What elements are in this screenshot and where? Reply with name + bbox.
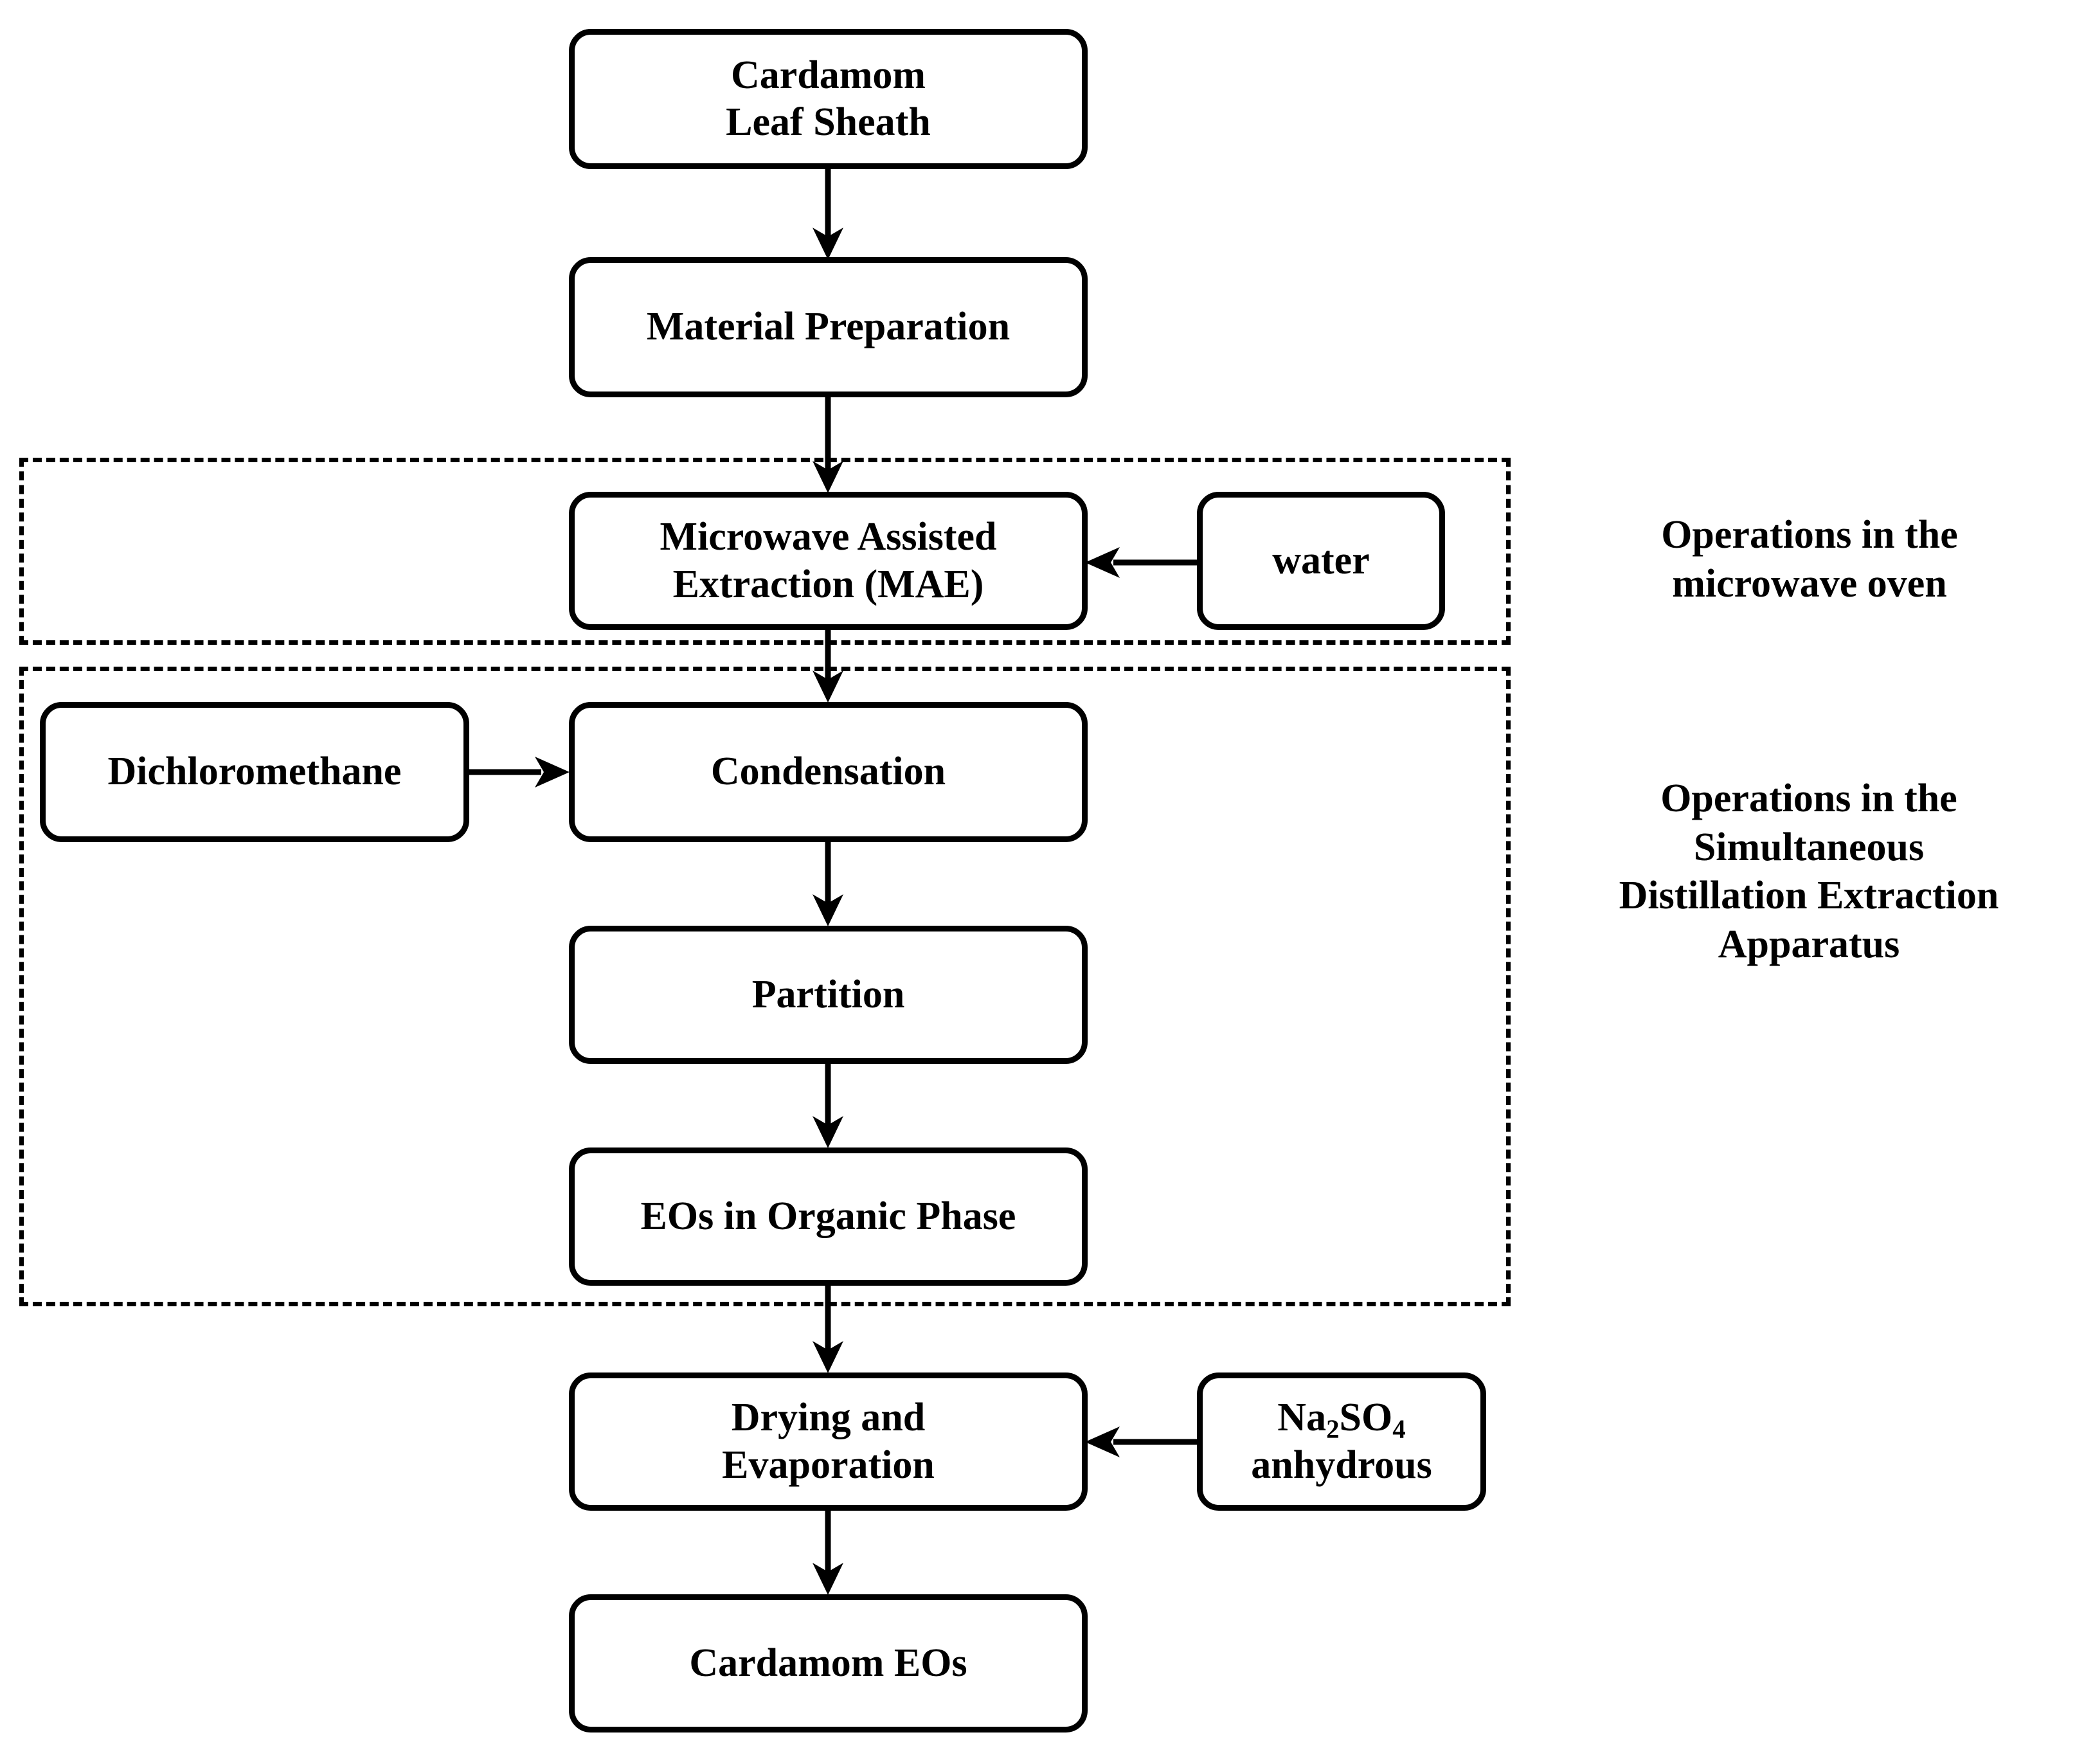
formula-sub-4: 4 bbox=[1392, 1414, 1406, 1444]
edge-drying-to-cardamom-eos bbox=[809, 1508, 847, 1598]
node-cardamom-eos[interactable]: Cardamom EOs bbox=[569, 1594, 1088, 1733]
node-label-line: anhydrous bbox=[1251, 1443, 1432, 1487]
edge-mae-to-condensation bbox=[809, 627, 847, 705]
microwave-oven-region bbox=[19, 458, 1511, 645]
node-label-line: Microwave Assisted bbox=[660, 515, 997, 559]
node-material-preparation[interactable]: Material Preparation bbox=[569, 257, 1088, 397]
node-label-line: Condensation bbox=[710, 750, 946, 794]
node-microwave-assisted-extraction[interactable]: Microwave Assisted Extraction (MAE) bbox=[569, 492, 1088, 630]
node-drying-and-evaporation[interactable]: Drying and Evaporation bbox=[569, 1372, 1088, 1511]
edge-sodium-sulfate-to-drying bbox=[1080, 1423, 1202, 1461]
annotation-line: Operations in the bbox=[1660, 777, 1957, 820]
node-label-line: Drying and bbox=[731, 1396, 926, 1440]
node-water[interactable]: water bbox=[1197, 492, 1445, 630]
edge-condensation-to-partition bbox=[809, 839, 847, 929]
annotation-line: Operations in the bbox=[1661, 513, 1958, 557]
node-label-line: Material Preparation bbox=[646, 305, 1011, 349]
annotation-line: Distillation Extraction bbox=[1619, 874, 1999, 918]
node-label-line: Extraction (MAE) bbox=[672, 562, 984, 606]
node-cardamom-leaf-sheath[interactable]: Cardamom Leaf Sheath bbox=[569, 29, 1088, 169]
node-label-line: Dichloromethane bbox=[107, 750, 402, 794]
node-sodium-sulfate-anhydrous[interactable]: Na2SO4 anhydrous bbox=[1197, 1372, 1486, 1511]
edge-partition-to-eos-organic-phase bbox=[809, 1061, 847, 1151]
node-label-line: Leaf Sheath bbox=[726, 100, 931, 144]
node-label-line: EOs in Organic Phase bbox=[640, 1194, 1016, 1238]
edge-water-to-mae bbox=[1080, 543, 1202, 582]
node-partition[interactable]: Partition bbox=[569, 926, 1088, 1064]
edge-eos-organic-phase-to-drying bbox=[809, 1282, 847, 1376]
node-dichloromethane[interactable]: Dichloromethane bbox=[40, 702, 469, 842]
sde-apparatus-region bbox=[19, 667, 1511, 1306]
edge-dichloromethane-to-condensation bbox=[464, 753, 575, 791]
node-label-line: Cardamom EOs bbox=[689, 1641, 967, 1685]
annotation-line: microwave oven bbox=[1672, 561, 1947, 606]
formula-na: Na bbox=[1277, 1396, 1327, 1440]
node-label-line: Partition bbox=[751, 972, 905, 1016]
node-label-line: Evaporation bbox=[722, 1443, 935, 1487]
microwave-oven-annotation: Operations in the microwave oven bbox=[1556, 511, 2063, 608]
node-condensation[interactable]: Condensation bbox=[569, 702, 1088, 842]
node-label-line: Cardamom bbox=[730, 53, 926, 97]
edge-material-preparation-to-mae bbox=[809, 394, 847, 496]
node-label-line: water bbox=[1272, 538, 1370, 582]
formula-so: SO bbox=[1339, 1396, 1393, 1440]
node-eos-in-organic-phase[interactable]: EOs in Organic Phase bbox=[569, 1148, 1088, 1286]
edge-leaf-sheath-to-material-preparation bbox=[809, 166, 847, 262]
annotation-line: Apparatus bbox=[1718, 922, 1900, 966]
node-label-formula: Na2SO4 bbox=[1277, 1394, 1406, 1444]
formula-sub-2: 2 bbox=[1326, 1414, 1340, 1444]
sde-apparatus-annotation: Operations in the Simultaneous Distillat… bbox=[1543, 775, 2075, 969]
annotation-line: Simultaneous bbox=[1693, 825, 1925, 869]
